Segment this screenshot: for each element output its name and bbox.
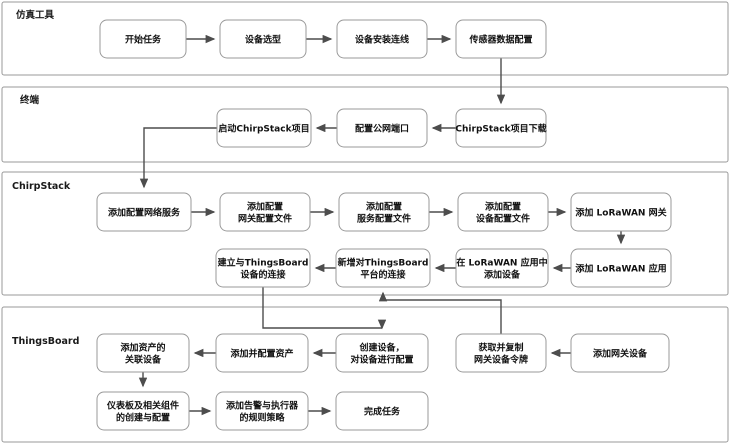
n-device-install-label-line-0: 设备安装连线: [355, 34, 409, 46]
n-alarm-rule-chain-label-line-1: 的规则策略: [239, 412, 285, 424]
n-new-tb-connection-label-line-0: 新增对ThingsBoard: [338, 257, 429, 269]
n-add-lorawan-gateway-label-line-0: 添加 LoRaWAN 网关: [575, 207, 666, 219]
n-asset-related-device-box[interactable]: [96, 333, 190, 373]
e-startcs-to-netsvc: [139, 127, 217, 189]
n-add-config-asset-box[interactable]: [215, 333, 309, 373]
n-chirpstack-download[interactable]: ChirpStack项目下载: [455, 108, 547, 148]
n-new-tb-connection-label-line-1: 平台的连接: [360, 269, 405, 281]
n-add-network-server[interactable]: 添加配置网络服务: [96, 192, 192, 232]
n-device-selection[interactable]: 设备选型: [219, 19, 307, 59]
edge-layer: [138, 34, 626, 416]
n-add-lorawan-app[interactable]: 添加 LoRaWAN 应用: [570, 248, 672, 288]
n-add-device-in-app-box[interactable]: [455, 248, 549, 288]
n-add-lorawan-gateway-box[interactable]: [570, 192, 672, 232]
swimlane-label: 终端: [19, 94, 40, 106]
n-sensor-data-config-label-line-0: 传感器数据配置: [468, 34, 532, 46]
n-start-chirpstack-box[interactable]: [216, 108, 312, 148]
n-add-lorawan-app-label-line-0: 添加 LoRaWAN 应用: [575, 263, 666, 275]
n-create-device-label-line-0: 创建设备，: [358, 342, 404, 354]
n-finish-task[interactable]: 完成任务: [335, 391, 429, 431]
n-copy-gateway-token-box[interactable]: [455, 333, 547, 373]
n-start-task-box[interactable]: [99, 19, 187, 59]
n-asset-related-device-label-line-1: 关联设备: [125, 354, 162, 366]
n-add-device-in-app-label-line-0: 在 LoRaWAN 应用中: [456, 257, 547, 269]
n-add-config-asset[interactable]: 添加并配置资产: [215, 333, 309, 373]
e-buildtb-to-createdev: [262, 287, 382, 329]
n-public-port-config[interactable]: 配置公网端口: [336, 108, 428, 148]
n-dashboard-config-label-line-1: 的创建与配置: [116, 412, 170, 424]
n-add-gateway-device[interactable]: 添加网关设备: [570, 333, 670, 373]
n-add-config-asset-label-line-0: 添加并配置资产: [230, 348, 293, 360]
n-device-selection-label-line-0: 设备选型: [245, 34, 281, 46]
n-add-lorawan-gateway[interactable]: 添加 LoRaWAN 网关: [570, 192, 672, 232]
n-gateway-profile-label-line-1: 网关配置文件: [238, 213, 292, 225]
n-public-port-config-label-line-0: 配置公网端口: [355, 123, 409, 135]
n-start-task-label-line-0: 开始任务: [125, 34, 162, 46]
n-chirpstack-download-label-line-0: ChirpStack项目下载: [455, 123, 546, 135]
n-dashboard-config-box[interactable]: [96, 391, 190, 431]
n-sensor-data-config[interactable]: 传感器数据配置: [455, 19, 547, 59]
n-dashboard-config-label-line-0: 仪表板及相关组件: [106, 400, 179, 412]
n-gateway-profile-box[interactable]: [219, 192, 311, 232]
n-start-task[interactable]: 开始任务: [99, 19, 187, 59]
n-device-profile-box[interactable]: [457, 192, 549, 232]
n-device-install-box[interactable]: [336, 19, 428, 59]
swimlane-label: ChirpStack: [12, 181, 71, 192]
n-add-lorawan-app-box[interactable]: [570, 248, 672, 288]
n-alarm-rule-chain-box[interactable]: [215, 391, 309, 431]
n-add-network-server-box[interactable]: [96, 192, 192, 232]
n-add-gateway-device-box[interactable]: [570, 333, 670, 373]
n-build-tb-device-box[interactable]: [215, 248, 311, 288]
n-add-gateway-device-label-line-0: 添加网关设备: [593, 348, 648, 360]
n-finish-task-box[interactable]: [335, 391, 429, 431]
n-create-device-box[interactable]: [335, 333, 429, 373]
n-device-selection-box[interactable]: [219, 19, 307, 59]
n-finish-task-label-line-0: 完成任务: [364, 406, 401, 418]
n-start-chirpstack[interactable]: 启动ChirpStack项目: [216, 108, 312, 148]
n-alarm-rule-chain-label-line-0: 添加告警与执行器: [226, 400, 299, 412]
n-chirpstack-download-box[interactable]: [455, 108, 547, 148]
n-service-profile-label-line-0: 添加配置: [366, 201, 402, 213]
n-device-install[interactable]: 设备安装连线: [336, 19, 428, 59]
n-start-chirpstack-label-line-0: 启动ChirpStack项目: [218, 123, 309, 135]
n-gateway-profile-label-line-0: 添加配置: [247, 201, 283, 213]
n-add-network-server-label-line-0: 添加配置网络服务: [108, 207, 181, 219]
n-create-device-label-line-1: 对设备进行配置: [350, 354, 413, 366]
n-build-tb-device-label-line-0: 建立与ThingsBoard: [218, 257, 309, 269]
n-build-tb-device-label-line-1: 设备的连接: [240, 269, 285, 281]
n-add-device-in-app-label-line-1: 添加设备: [484, 269, 521, 281]
swimlane-label: 仿真工具: [16, 9, 55, 21]
n-sensor-data-config-box[interactable]: [455, 19, 547, 59]
n-service-profile-label-line-1: 服务配置文件: [357, 213, 411, 225]
node-layer: 开始任务 设备选型 设备安装连线 传感器数据配置 ChirpStack项目下载 配置公网端…: [96, 19, 672, 431]
swimlane-label: ThingsBoard: [12, 336, 79, 347]
n-device-profile-label-line-1: 设备配置文件: [476, 213, 530, 225]
n-service-profile-box[interactable]: [338, 192, 430, 232]
n-create-device[interactable]: 创建设备，对设备进行配置: [335, 333, 429, 373]
e-token-to-newtbconn: [378, 291, 502, 334]
n-asset-related-device-label-line-0: 添加资产的: [120, 342, 165, 354]
n-copy-gateway-token-label-line-0: 获取并复制: [478, 342, 523, 354]
n-device-profile-label-line-0: 添加配置: [485, 201, 521, 213]
n-copy-gateway-token-label-line-1: 网关设备令牌: [474, 354, 528, 366]
n-public-port-config-box[interactable]: [336, 108, 428, 148]
n-new-tb-connection-box[interactable]: [335, 248, 431, 288]
